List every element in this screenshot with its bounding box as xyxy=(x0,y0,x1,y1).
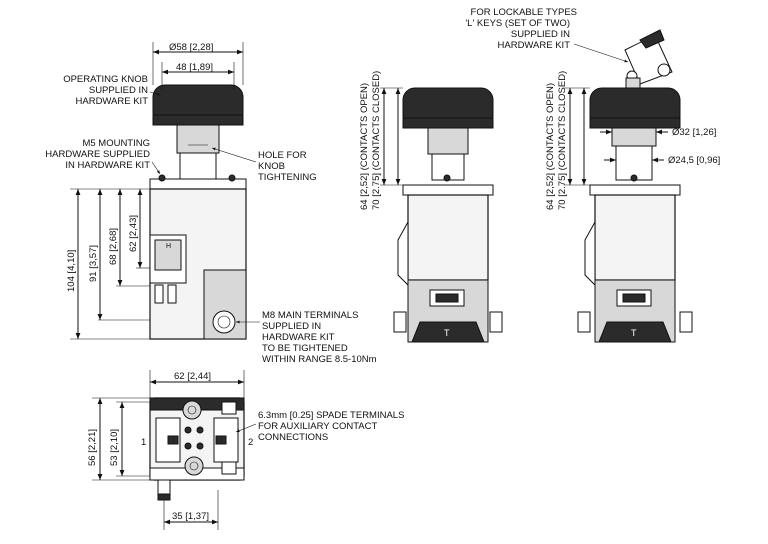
lockable-view: T xyxy=(577,29,693,343)
svg-text:68 [2,68]: 68 [2,68] xyxy=(108,228,119,265)
dim-104: 104 [4,10] xyxy=(66,188,150,340)
svg-text:FOR LOCKABLE TYPES'L' KEYS (SE: FOR LOCKABLE TYPES'L' KEYS (SET OF TWO)S… xyxy=(465,7,577,51)
dim-contacts-middle: 64 [2,52] (CONTACTS OPEN) 70 [2.75] (CON… xyxy=(359,71,403,210)
dim-58-in: 2,28 xyxy=(192,42,211,53)
dim-48-mm: 48 xyxy=(176,62,187,73)
svg-text:35 [1,37]: 35 [1,37] xyxy=(172,511,209,522)
side-body xyxy=(407,194,489,281)
svg-text:62 [2,44]: 62 [2,44] xyxy=(174,371,211,382)
terminal-2-label: 2 xyxy=(248,437,253,448)
dim-91: 91 [3,57] xyxy=(88,189,150,321)
terminal-1-label: 1 xyxy=(141,437,146,448)
svg-text:Ø24,5 [0,96]: Ø24,5 [0,96] xyxy=(668,155,720,166)
dim-56: 56 [2,21] xyxy=(87,397,150,481)
label-lockable: FOR LOCKABLE TYPES'L' KEYS (SET OF TWO)S… xyxy=(465,7,629,63)
m8-terminal-nut xyxy=(212,310,236,334)
svg-text:64 [2,52] (CONTACTS OPEN): 64 [2,52] (CONTACTS OPEN) xyxy=(359,83,370,210)
side-nut-right xyxy=(489,311,503,333)
svg-text:48 [1,89]: 48 [1,89] xyxy=(176,62,213,73)
dim-diameter-58: Ø58 [2,28] xyxy=(152,42,244,85)
dim-contacts-right: 64 [2,52] (CONTACTS OPEN) 70 [2.75] (CON… xyxy=(545,71,590,210)
side-view: T xyxy=(393,87,503,343)
dim-91-mm: 91 xyxy=(88,271,99,282)
dim-48: 48 [1,89] xyxy=(161,62,235,90)
dim-104-mm: 104 xyxy=(66,276,77,292)
dim-62-vertical: 62 [2,43] xyxy=(128,189,150,269)
dim-53: 53 [2,10] xyxy=(109,401,150,477)
dim-91-in: 3,57 xyxy=(88,248,99,267)
svg-text:104 [4,10]: 104 [4,10] xyxy=(66,250,77,292)
svg-text:T: T xyxy=(444,328,450,338)
lockable-body xyxy=(594,194,676,281)
dim-68-in: 2,68 xyxy=(108,231,119,250)
dim-62v-mm: 62 xyxy=(128,241,139,252)
svg-text:64 [2,52] (CONTACTS OPEN): 64 [2,52] (CONTACTS OPEN) xyxy=(545,83,556,210)
svg-text:62 [2,43]: 62 [2,43] xyxy=(128,215,139,252)
svg-text:Ø58 [2,28]: Ø58 [2,28] xyxy=(169,42,213,53)
dim-62-horizontal: 62 [2,44] xyxy=(149,370,245,398)
svg-text:T: T xyxy=(631,328,637,338)
dim-68-mm: 68 xyxy=(108,254,119,265)
dim-35: 35 [1,37] xyxy=(163,490,219,530)
side-nut-left xyxy=(393,311,407,333)
m5-screw-right xyxy=(228,174,236,182)
bottom-terminal-bottom xyxy=(184,456,204,476)
dim-48-in: 1,89 xyxy=(192,62,211,73)
dim-diameter-32: Ø32 [1,26] xyxy=(600,127,716,138)
svg-text:70 [2.75] (CONTACTS CLOSED): 70 [2.75] (CONTACTS CLOSED) xyxy=(557,71,568,210)
dim-58-mm: Ø58 xyxy=(169,42,187,53)
bottom-terminal-top xyxy=(182,400,202,420)
dim-68: 68 [2,68] xyxy=(108,189,150,287)
bottom-view xyxy=(149,397,245,501)
svg-text:53 [2,10]: 53 [2,10] xyxy=(109,429,120,466)
svg-text:56 [2,21]: 56 [2,21] xyxy=(87,429,98,466)
dim-62v-in: 2,43 xyxy=(128,218,139,237)
knob-stem xyxy=(176,124,220,154)
svg-text:91 [3,57]: 91 [3,57] xyxy=(88,245,99,282)
svg-text:H: H xyxy=(166,243,171,250)
front-view: H xyxy=(149,84,247,340)
svg-text:70 [2.75] (CONTACTS CLOSED): 70 [2.75] (CONTACTS CLOSED) xyxy=(371,71,382,210)
dim-diameter-24-5: Ø24,5 [0,96] xyxy=(604,155,720,166)
m5-screw-left xyxy=(158,174,166,182)
svg-text:Ø32 [1,26]: Ø32 [1,26] xyxy=(672,127,716,138)
dim-104-in: 4,10 xyxy=(66,252,77,271)
